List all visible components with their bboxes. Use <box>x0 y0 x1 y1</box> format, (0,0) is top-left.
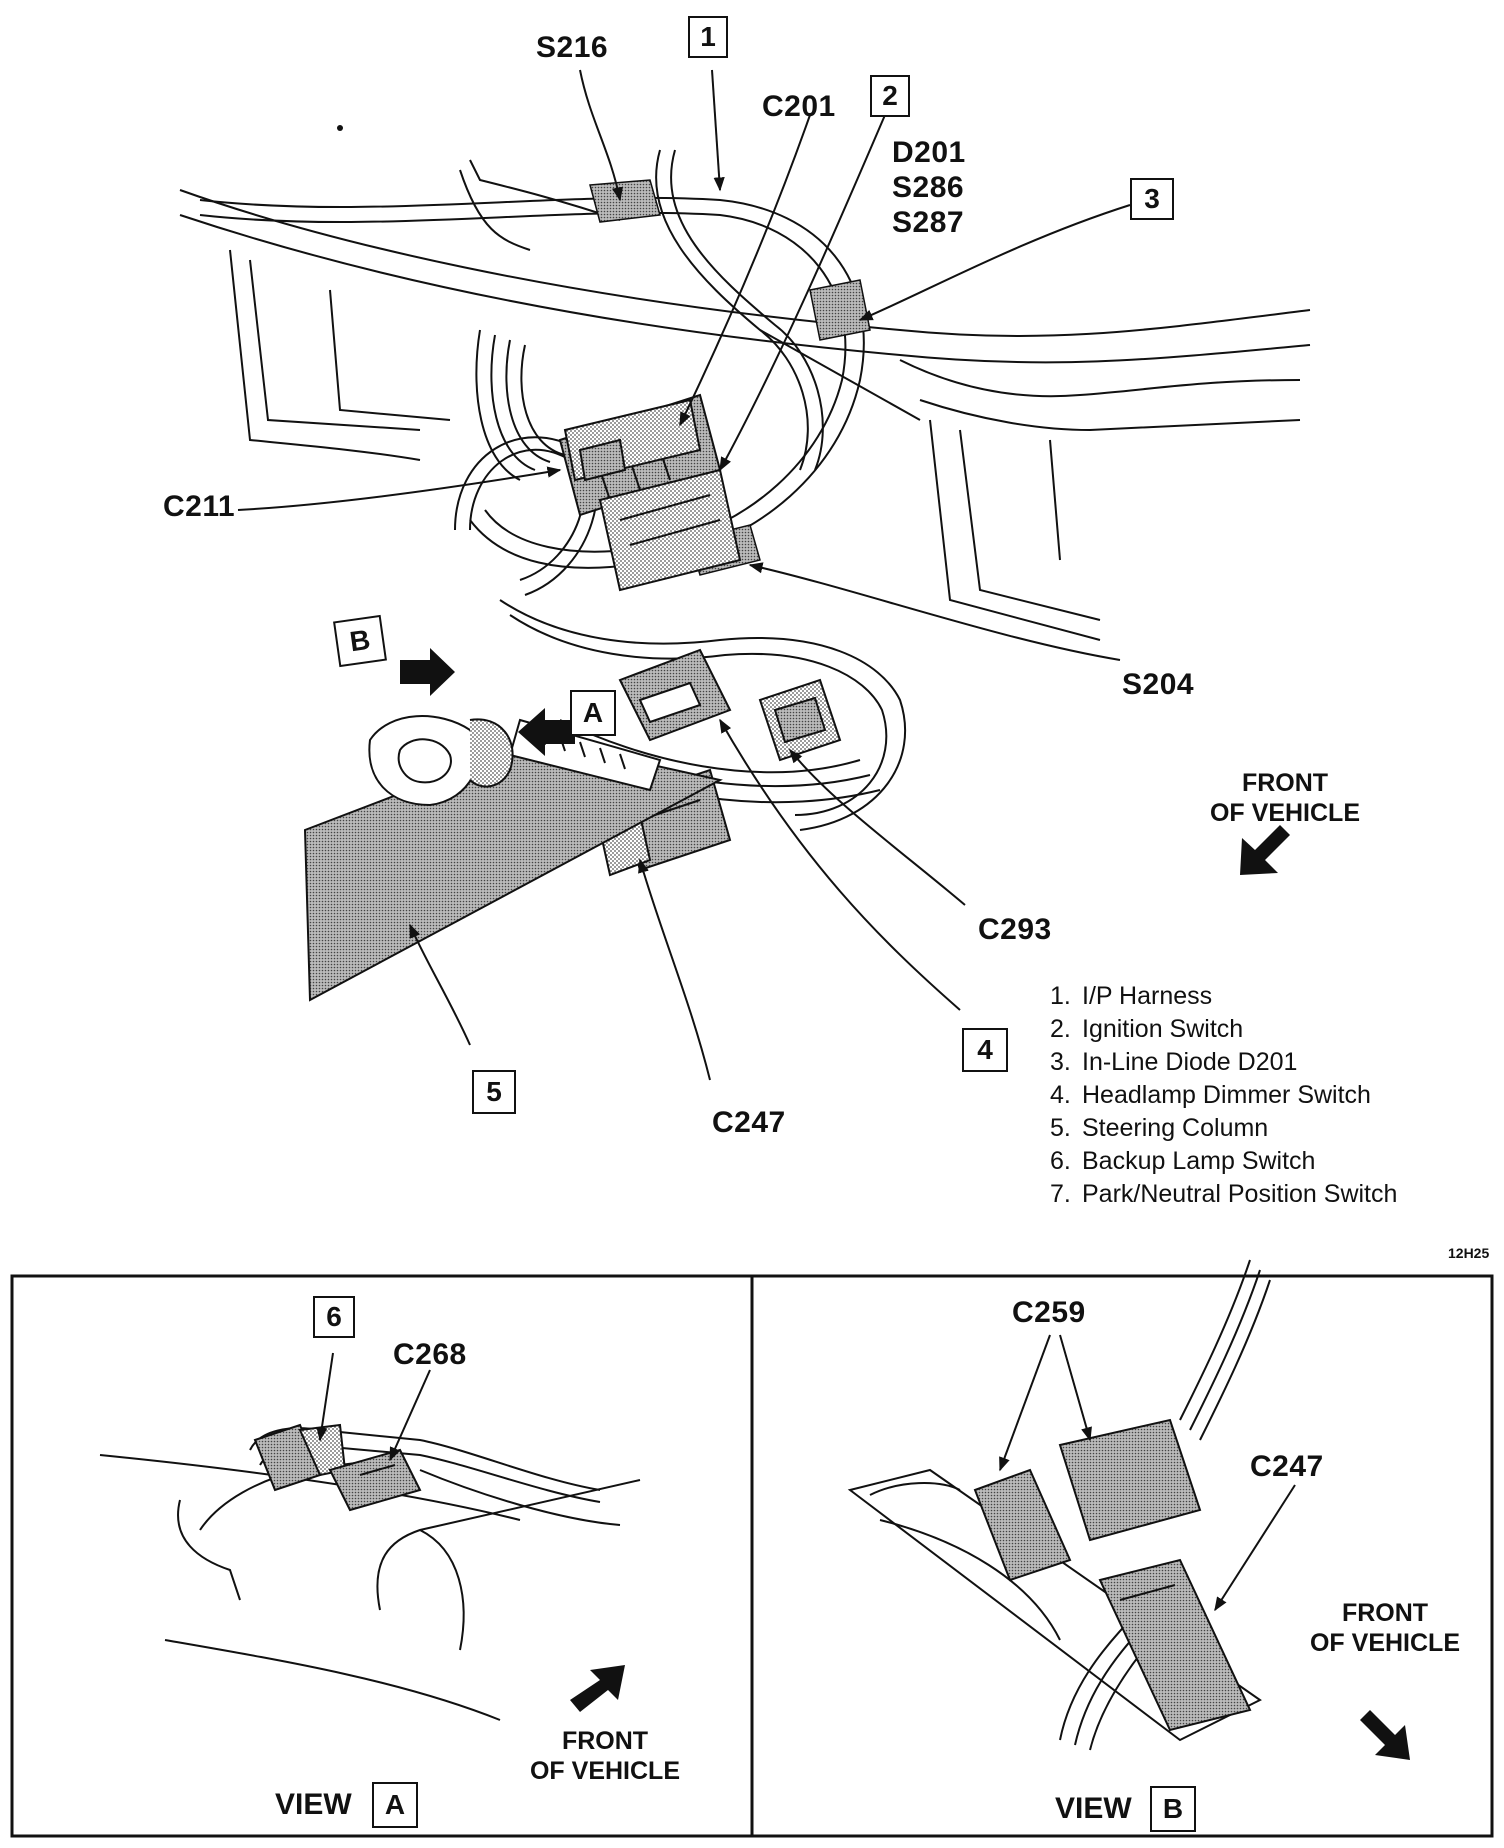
legend-item: 2. Ignition Switch <box>1050 1013 1397 1046</box>
component-legend: 1. I/P Harness 2. Ignition Switch 3. In-Lin… <box>1050 980 1397 1211</box>
front-line2: OF VEHICLE <box>1309 1629 1460 1657</box>
view-a-letter-box: A <box>372 1782 418 1828</box>
c268-connector <box>328 1448 422 1512</box>
label-c211: C211 <box>163 490 236 523</box>
label-d201: D201 <box>892 136 966 169</box>
front-line2: OF VEHICLE <box>529 1757 680 1785</box>
front-line1: FRONT <box>561 1727 649 1755</box>
legend-item: 7. Park/Neutral Position Switch <box>1050 1178 1397 1211</box>
view-a-caption: VIEW <box>275 1788 352 1822</box>
legend-text: I/P Harness <box>1082 982 1213 1010</box>
backup-lamp-switch <box>253 1423 347 1492</box>
legend-text: Backup Lamp Switch <box>1082 1147 1316 1175</box>
s216-splice <box>589 179 661 223</box>
label-c201: C201 <box>762 90 836 123</box>
callout-4: 4 <box>962 1028 1008 1072</box>
front-line1: FRONT <box>1341 1599 1429 1627</box>
label-s204: S204 <box>1122 668 1195 701</box>
view-a-illustration <box>99 1427 641 1721</box>
view-b-label: VIEW <box>1055 1792 1132 1825</box>
view-b-panel <box>750 1274 1494 1838</box>
legend-text: In-Line Diode D201 <box>1082 1048 1298 1076</box>
legend-item: 6. Backup Lamp Switch <box>1050 1145 1397 1178</box>
view-b-caption: VIEW <box>1055 1792 1132 1826</box>
legend-text: Park/Neutral Position Switch <box>1082 1180 1398 1208</box>
label-c293: C293 <box>978 913 1052 946</box>
front-of-vehicle-view-a: FRONT OF VEHICLE <box>510 1726 700 1786</box>
legend-text: Steering Column <box>1082 1114 1269 1142</box>
view-a-label: VIEW <box>275 1788 352 1821</box>
legend-text: Ignition Switch <box>1082 1015 1244 1043</box>
view-b-callout-box: B <box>333 614 387 668</box>
view-a-arrow <box>518 708 575 756</box>
c211-connector <box>563 398 702 482</box>
dimmer-switch-connector <box>618 648 732 742</box>
callout-2: 2 <box>870 75 910 117</box>
front-line2: OF VEHICLE <box>1209 799 1360 827</box>
legend-item: 4. Headlamp Dimmer Switch <box>1050 1079 1397 1112</box>
legend-num: 2. <box>1050 1015 1071 1043</box>
legend-num: 1. <box>1050 982 1071 1010</box>
legend-num: 6. <box>1050 1147 1071 1175</box>
ignition-switch-connector <box>598 468 742 592</box>
label-c259: C259 <box>1012 1296 1086 1329</box>
front-arrow-view-a <box>570 1665 625 1712</box>
label-c247-main: C247 <box>712 1106 786 1139</box>
legend-num: 7. <box>1050 1180 1071 1208</box>
legend-num: 4. <box>1050 1081 1071 1109</box>
figure-id: 12H25 <box>1448 1245 1490 1261</box>
front-arrow-view-b <box>1360 1710 1410 1760</box>
c259-connector-pair <box>973 1418 1202 1582</box>
label-s216: S216 <box>536 31 609 64</box>
legend-text: Headlamp Dimmer Switch <box>1082 1081 1371 1109</box>
diode-d201 <box>809 279 871 341</box>
callout-1: 1 <box>688 16 728 58</box>
leader-lines <box>237 69 1131 1081</box>
view-b-letter-box: B <box>1150 1786 1196 1832</box>
dash-structure <box>179 159 1311 641</box>
callout-6: 6 <box>313 1296 355 1338</box>
label-c268: C268 <box>393 1338 467 1371</box>
legend-num: 3. <box>1050 1048 1071 1076</box>
front-arrow-main <box>1240 825 1290 875</box>
c293-connector <box>758 678 842 762</box>
view-a-callout-box: A <box>570 690 616 736</box>
legend-item: 3. In-Line Diode D201 <box>1050 1046 1397 1079</box>
front-of-vehicle-view-b: FRONT OF VEHICLE <box>1290 1598 1480 1658</box>
front-line1: FRONT <box>1241 769 1329 797</box>
legend-item: 5. Steering Column <box>1050 1112 1397 1145</box>
view-b-arrow <box>400 648 455 696</box>
legend-item: 1. I/P Harness <box>1050 980 1397 1013</box>
legend-num: 5. <box>1050 1114 1071 1142</box>
callout-5: 5 <box>472 1070 516 1114</box>
c247-connector-view-b <box>1098 1558 1252 1732</box>
label-s286: S286 <box>892 171 965 204</box>
front-of-vehicle-main: FRONT OF VEHICLE <box>1190 768 1380 828</box>
label-c247-view-b: C247 <box>1250 1450 1324 1483</box>
label-s287: S287 <box>892 206 965 239</box>
callout-3: 3 <box>1130 178 1174 220</box>
